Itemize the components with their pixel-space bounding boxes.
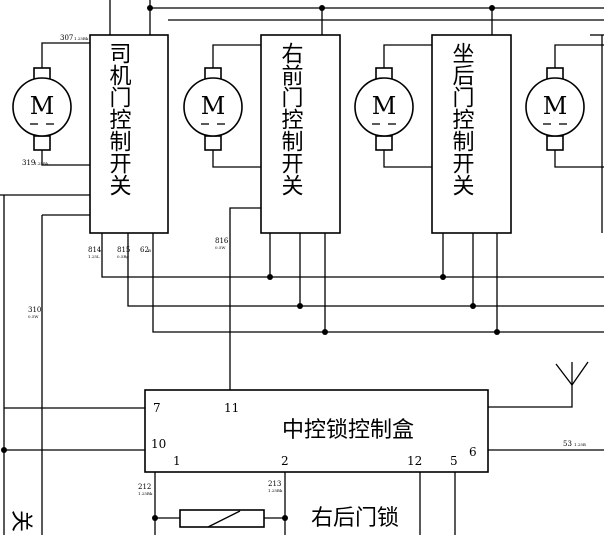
wire-310-spec: 0.5W xyxy=(28,314,39,319)
pin-6: 6 xyxy=(469,445,477,459)
wire-816-spec: 0.5W xyxy=(215,245,226,250)
switch-bottom-wires xyxy=(101,207,604,390)
motor-2: M xyxy=(183,44,261,168)
pin-2: 2 xyxy=(281,454,289,468)
motor-3: M xyxy=(354,44,432,168)
rear-door-switch xyxy=(431,34,512,234)
wire-numbers: 307 1.25Bk 319 1.25Bk 814 1.25L 815 0.5R… xyxy=(22,34,586,496)
switch-label-right-front: 右前门控制开关 xyxy=(278,42,304,196)
motor-1-symbol: M xyxy=(30,92,55,120)
antenna-icon xyxy=(488,361,589,408)
left-side-wires xyxy=(0,194,145,535)
pin-5: 5 xyxy=(450,454,458,468)
motor-1: M xyxy=(12,42,90,166)
wire-310: 310 xyxy=(28,306,41,314)
switch-label-rear: 坐后门控制开关 xyxy=(449,42,475,196)
wire-814: 814 xyxy=(88,246,102,254)
pin-7: 7 xyxy=(153,401,161,415)
rear-lock-actuator xyxy=(179,509,265,528)
wire-212-spec: 1.25Bk xyxy=(138,491,153,496)
wire-815: 815 xyxy=(117,246,130,254)
pin-10: 10 xyxy=(151,437,166,451)
control-box-wires xyxy=(154,449,604,535)
wire-816: 816 xyxy=(215,237,229,245)
central-lock-control-box xyxy=(144,389,489,473)
pin-1: 1 xyxy=(173,454,181,468)
pin-11: 11 xyxy=(224,401,239,415)
wire-53-spec: 1.25B xyxy=(574,442,586,447)
wire-62: 62 xyxy=(140,246,149,254)
wire-53: 53 xyxy=(563,440,572,448)
control-box-label: 中控锁控制盒 xyxy=(282,418,414,443)
wire-213: 213 xyxy=(268,480,281,488)
top-bus-wires xyxy=(109,0,604,35)
driver-door-switch xyxy=(89,34,169,234)
wire-307: 307 xyxy=(60,34,73,42)
switch-label-driver: 司机门控制开关 xyxy=(106,42,132,196)
motor-4: M xyxy=(525,44,604,168)
wire-319-spec: 1.25Bk xyxy=(34,161,49,166)
motor-2-symbol: M xyxy=(201,92,226,120)
wire-319: 319 xyxy=(22,159,35,167)
motor-3-symbol: M xyxy=(372,92,397,120)
wire-814-spec: 1.25L xyxy=(88,254,100,259)
wire-213-spec: 1.25Bk xyxy=(268,488,283,493)
wire-815-spec: 0.5Rg xyxy=(117,254,129,259)
pin-12: 12 xyxy=(407,454,422,468)
rear-lock-label: 右后门锁 xyxy=(311,506,399,531)
wire-307-spec: 1.25Bk xyxy=(74,36,89,41)
right-front-door-switch xyxy=(260,34,341,234)
motor-4-symbol: M xyxy=(543,92,568,120)
wire-62-spec: B xyxy=(148,248,151,253)
edge-fragment-label: 关 xyxy=(8,510,33,532)
wire-212: 212 xyxy=(138,483,151,491)
